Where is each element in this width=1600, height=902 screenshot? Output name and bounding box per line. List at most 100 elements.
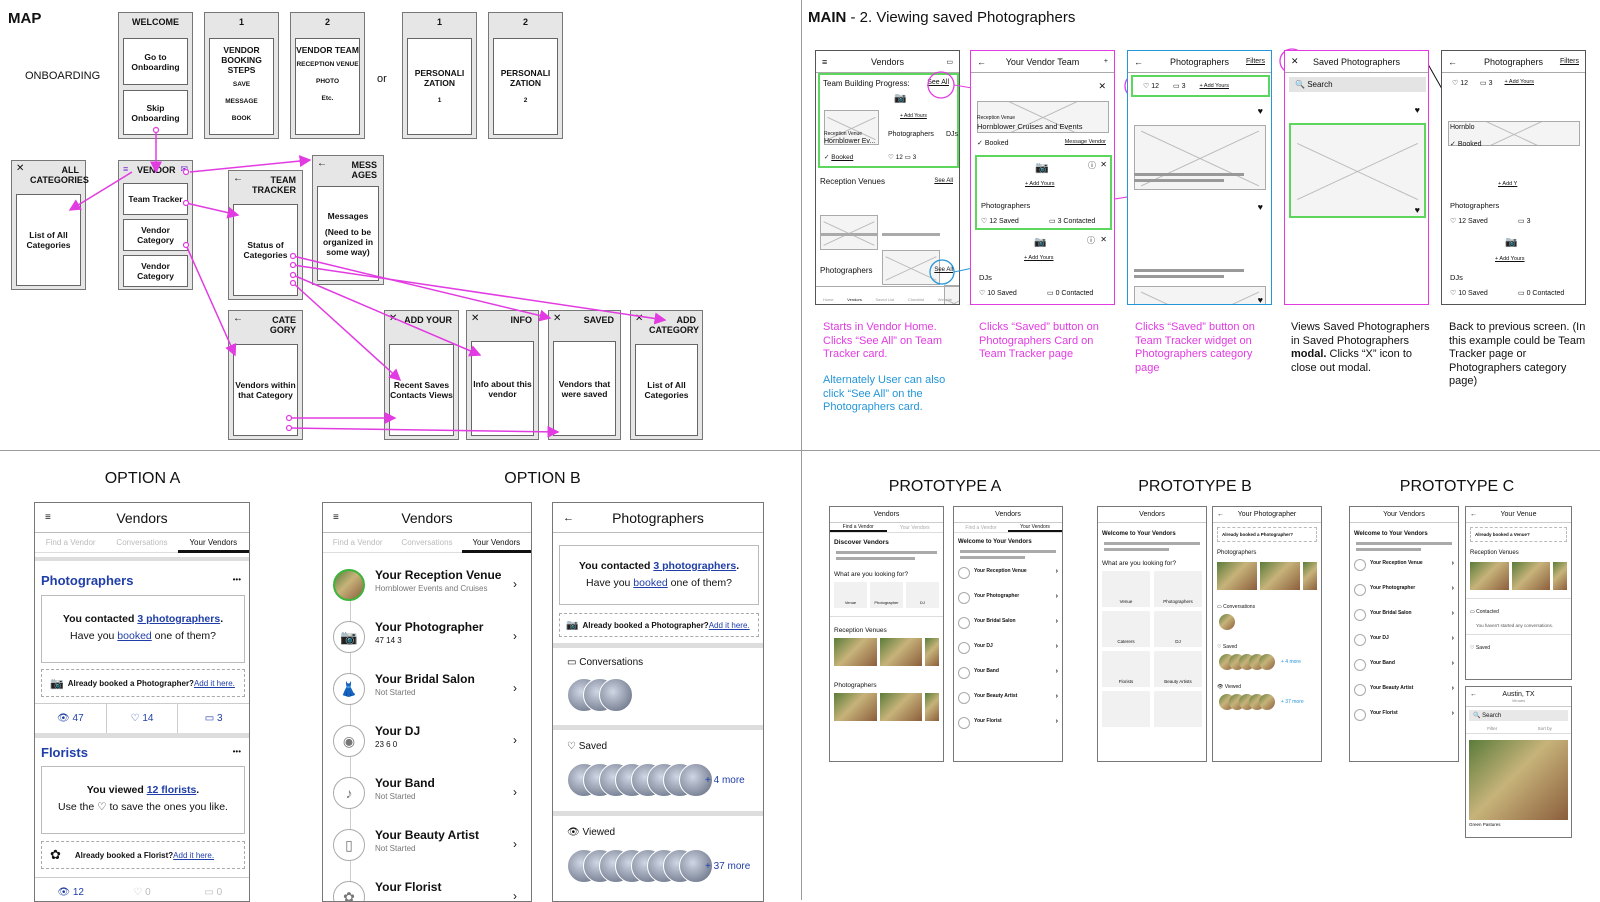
venue-photo[interactable] [879,638,922,666]
avatar[interactable] [1259,694,1275,710]
more-saved-link[interactable]: + 4 more [705,775,745,786]
sort-button[interactable]: Sort by [1537,726,1552,731]
s5-saved2[interactable]: ♡ 10 Saved [1450,290,1488,297]
search-input[interactable]: 🔍 Search [1289,77,1426,92]
close-icon[interactable]: ✕ [553,313,562,324]
go-onboarding[interactable]: Go to Onboarding [123,38,188,85]
menu-icon[interactable]: ≡ [822,56,828,67]
s5-c3[interactable]: ▭ 3 [1518,218,1531,225]
pb2-more37[interactable]: + 37 more [1281,699,1304,705]
pa2-tab[interactable]: Your Vendors [1008,524,1062,532]
venue-photo[interactable] [1470,562,1509,590]
pb1-cat[interactable]: Caterers [1102,611,1150,647]
photog-photo[interactable] [834,693,877,721]
pb2-more4[interactable]: + 4 more [1281,659,1301,665]
see-all-link[interactable]: See All [934,267,953,273]
back-arrow-icon[interactable]: ← [317,158,327,169]
add-here-link[interactable]: Add it here. [708,620,750,630]
back-arrow-icon[interactable]: ← [233,313,243,324]
venue-photo[interactable] [925,638,939,666]
s5-contacted2[interactable]: ▭ 0 Contacted [1518,290,1565,297]
tab-vendors[interactable]: Vendors [847,297,862,302]
tab-conversations[interactable]: Conversations [401,538,453,547]
venue-photo[interactable] [1511,562,1550,590]
vendor-row[interactable]: Your Photographer› [1350,579,1458,604]
see-all-link[interactable]: See All [934,178,953,184]
booked-link[interactable]: booked [633,577,668,589]
message-icon[interactable]: ▭ [946,58,953,66]
vendor-row[interactable]: Your Florist› [954,712,1062,737]
filters-link[interactable]: Filters [1245,58,1265,65]
vendor-row[interactable]: Your Band› [954,662,1062,687]
s1-booked-text[interactable]: Booked [831,154,854,161]
add-here-link[interactable]: Add it here. [173,850,215,860]
close-icon[interactable]: ✕ [16,163,25,174]
tab-your-vendors[interactable]: Your Vendors [461,533,531,553]
conversation-avatars[interactable] [567,678,633,712]
back-arrow-icon[interactable]: ← [1448,56,1457,67]
filters-link[interactable]: Filters [1559,58,1579,65]
tab-saved-list[interactable]: Saved List [875,297,895,302]
vendor-row[interactable]: ✿Your Florist› [333,875,521,901]
add-yours-link[interactable]: + Add Yours [900,113,927,119]
photog-photo[interactable] [879,693,922,721]
contacted-button[interactable]: ▭ 3 Contacted [1049,218,1096,225]
pa1-cat[interactable]: Photographer [870,582,903,608]
close-icon[interactable]: ✕ [1098,81,1106,91]
message-icon[interactable]: ✉ [180,164,188,174]
team-tracker-item[interactable]: Team Tracker [123,183,188,215]
tab-conversations[interactable]: Conversations [116,538,168,547]
saves-stat[interactable]: ♡ 14 [107,704,179,733]
pb1-cat[interactable] [1154,691,1202,727]
info-icon[interactable]: ⓘ [1088,161,1096,170]
booked-link[interactable]: booked [117,630,152,642]
add-yours-link[interactable]: + Add Yours [1025,181,1055,187]
close-icon[interactable]: ✕ [1100,160,1107,169]
pa1-tab[interactable]: Find a Vendor [830,524,887,532]
back-arrow-icon[interactable]: ← [1470,511,1477,518]
viewed-link[interactable]: 12 florists [146,784,197,796]
photog-photo[interactable] [1303,562,1317,590]
views-stat[interactable]: 👁 47 [35,704,107,733]
viewed-avatars[interactable] [567,849,713,883]
pb1-cat[interactable]: Photographers [1154,571,1202,607]
heart-icon[interactable]: ♥ [1414,105,1420,115]
more-icon[interactable]: ••• [232,575,241,584]
tab-your-vendors[interactable]: Your Vendors [177,533,249,553]
menu-icon[interactable]: ≡ [123,164,129,174]
search-input[interactable]: 🔍 Search [1469,710,1568,721]
back-arrow-icon[interactable]: ← [1217,511,1224,518]
vendor-row[interactable]: Your DJ› [954,637,1062,662]
plus-icon[interactable]: + [1103,58,1108,65]
vendor-row[interactable]: Your Beauty Artist› [954,687,1062,712]
s2-saved2[interactable]: ♡ 10 Saved [979,290,1017,297]
heart-icon[interactable]: ♥ [1257,202,1263,212]
saves-stat[interactable]: ♡ 0 [133,887,151,898]
vendor-row[interactable]: Your Florist› [1350,704,1458,729]
tab-home[interactable]: Home [822,297,834,302]
photog-photo[interactable] [925,693,939,721]
pa1-cat[interactable]: Venue [834,582,867,608]
venue-photo[interactable] [1553,562,1567,590]
messages-stat[interactable]: ▭ 0 [204,887,223,898]
more-viewed-link[interactable]: + 37 more [705,861,751,872]
close-icon[interactable]: ✕ [1291,56,1299,66]
team-tracker-card[interactable]: Team Building Progress: See All Receptio… [818,73,959,168]
contacted-button[interactable]: ▭ 3 [1480,80,1493,87]
s5-saved[interactable]: ♡ 12 Saved [1450,218,1488,225]
menu-icon[interactable]: ≡ [45,512,51,523]
menu-icon[interactable]: ≡ [333,512,339,523]
filter-button[interactable]: Filter [1487,726,1498,731]
saved-button[interactable]: ♡ 12 [1452,80,1469,87]
pa2-tab[interactable]: Find a Vendor [965,524,997,531]
heart-icon[interactable]: ♥ [1257,295,1263,305]
back-arrow-icon[interactable]: ← [977,56,986,67]
close-icon[interactable]: ✕ [1100,235,1107,244]
see-all-link[interactable]: See All [927,79,949,86]
vendor-row[interactable]: Your Photographer› [954,587,1062,612]
